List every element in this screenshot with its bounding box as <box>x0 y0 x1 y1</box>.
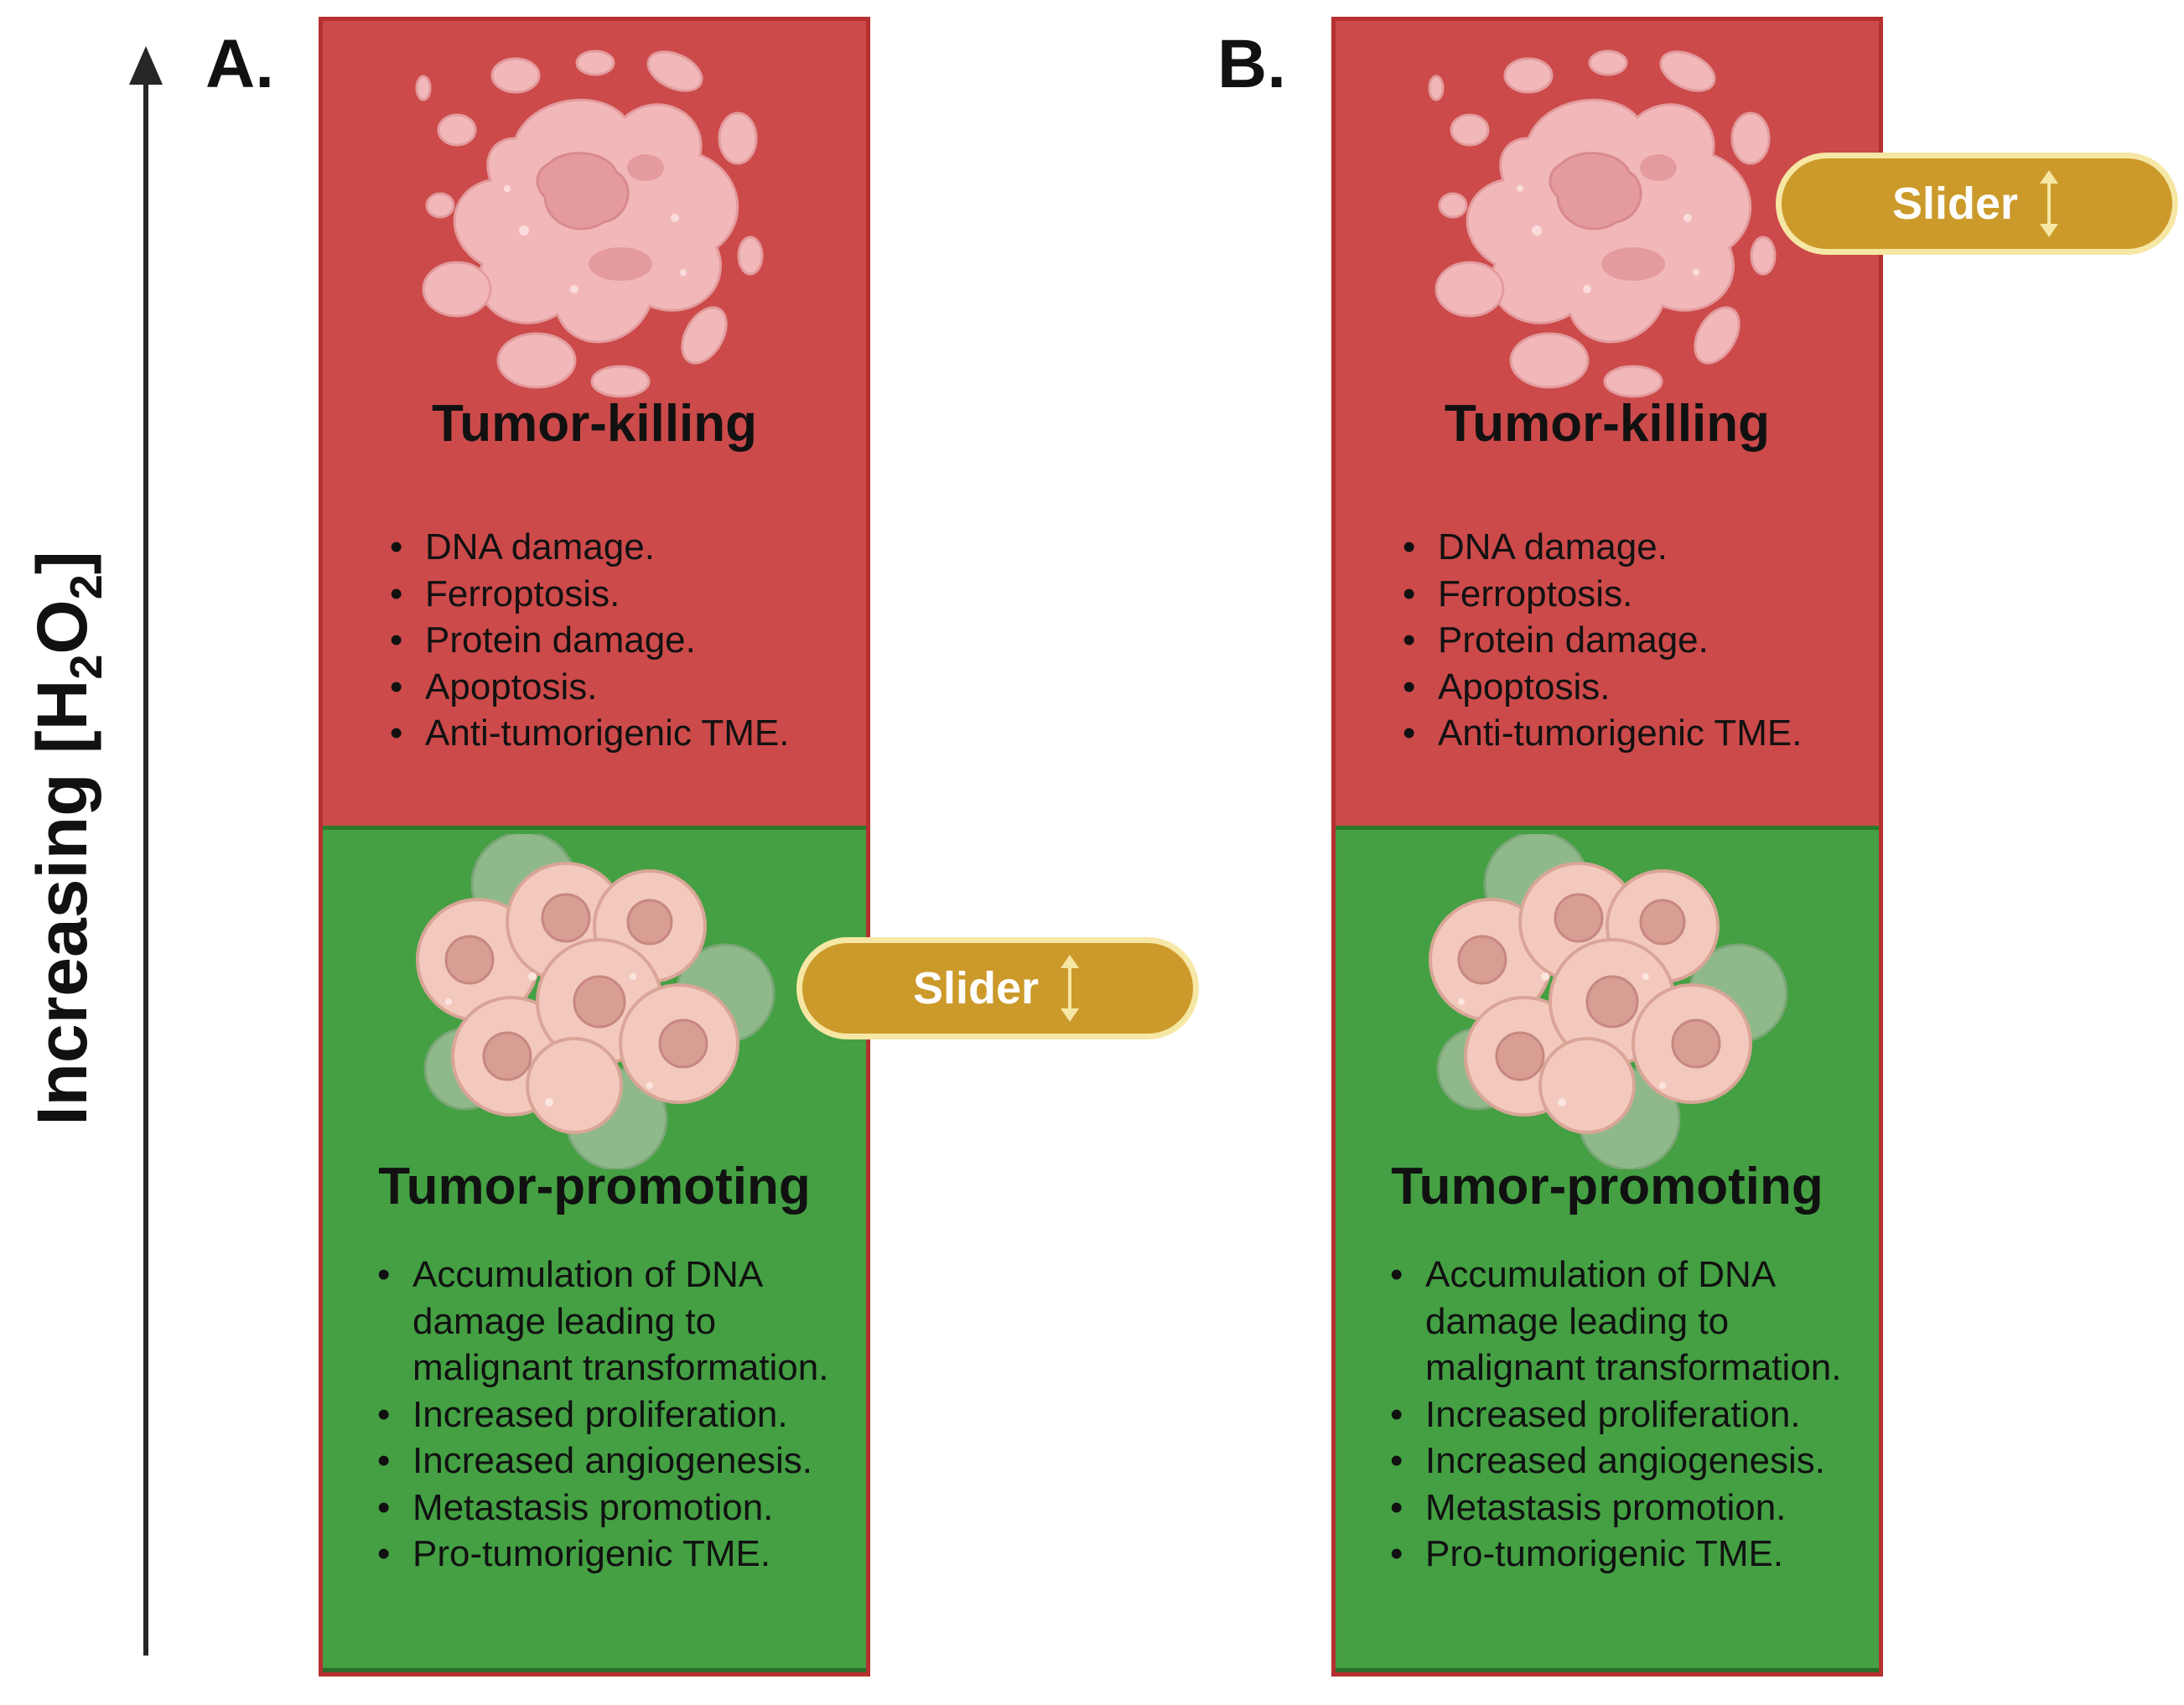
tumor-killing-zone: Tumor-killing DNA damage. Ferroptosis. P… <box>323 21 866 826</box>
panel-letter-a: A. <box>205 26 274 102</box>
list-item: Increased angiogenesis. <box>369 1438 872 1485</box>
slider-label: Slider <box>1891 179 2019 229</box>
list-item: Accumulation of DNA damage leading to ma… <box>369 1252 872 1391</box>
list-item: Metastasis promotion. <box>369 1485 872 1531</box>
dead-cell-icon <box>1428 49 1777 398</box>
list-item: Increased angiogenesis. <box>1382 1438 1885 1485</box>
tumor-killing-list: DNA damage. Ferroptosis. Protein damage.… <box>1394 524 1881 757</box>
double-arrow-icon <box>2040 170 2059 237</box>
slider-handle-a[interactable]: Slider <box>796 937 1199 1039</box>
panel-letter-b: B. <box>1217 26 1286 102</box>
tumor-promoting-list: Accumulation of DNA damage leading to ma… <box>1382 1252 1885 1578</box>
list-item: Ferroptosis. <box>1394 571 1881 618</box>
panel-a-column: Tumor-killing DNA damage. Ferroptosis. P… <box>319 17 870 1676</box>
list-item: Ferroptosis. <box>381 571 868 618</box>
list-item: Accumulation of DNA damage leading to ma… <box>1382 1252 1885 1391</box>
tumor-promoting-list: Accumulation of DNA damage leading to ma… <box>369 1252 872 1578</box>
panel-b-column: Tumor-killing DNA damage. Ferroptosis. P… <box>1331 17 1883 1676</box>
tumor-killing-heading: Tumor-killing <box>1444 395 1771 453</box>
axis-line <box>143 80 148 1656</box>
list-item: Apoptosis. <box>381 664 868 711</box>
list-item: Anti-tumorigenic TME. <box>1394 710 1881 757</box>
list-item: Anti-tumorigenic TME. <box>381 710 868 757</box>
tumor-promoting-heading: Tumor-promoting <box>378 1158 811 1215</box>
axis-label: Increasing [H2O2] <box>23 551 112 1126</box>
slider-handle-b[interactable]: Slider <box>1776 153 2178 255</box>
list-item: Pro-tumorigenic TME. <box>369 1531 872 1578</box>
double-arrow-icon <box>1061 955 1080 1022</box>
axis-arrowhead <box>129 46 163 85</box>
list-item: Increased proliferation. <box>1382 1391 1885 1438</box>
list-item: Protein damage. <box>1394 617 1881 664</box>
tumor-cluster-icon <box>416 834 776 1169</box>
list-item: Pro-tumorigenic TME. <box>1382 1531 1885 1578</box>
list-item: Increased proliferation. <box>369 1391 872 1438</box>
list-item: Apoptosis. <box>1394 664 1881 711</box>
list-item: DNA damage. <box>1394 524 1881 571</box>
tumor-killing-zone: Tumor-killing DNA damage. Ferroptosis. P… <box>1336 21 1879 826</box>
tumor-promoting-heading: Tumor-promoting <box>1391 1158 1823 1215</box>
tumor-killing-heading: Tumor-killing <box>431 395 758 453</box>
list-item: Protein damage. <box>381 617 868 664</box>
tumor-killing-list: DNA damage. Ferroptosis. Protein damage.… <box>381 524 868 757</box>
dead-cell-icon <box>415 49 764 398</box>
tumor-cluster-icon <box>1429 834 1788 1169</box>
slider-label: Slider <box>912 963 1040 1013</box>
list-item: Metastasis promotion. <box>1382 1485 1885 1531</box>
list-item: DNA damage. <box>381 524 868 571</box>
